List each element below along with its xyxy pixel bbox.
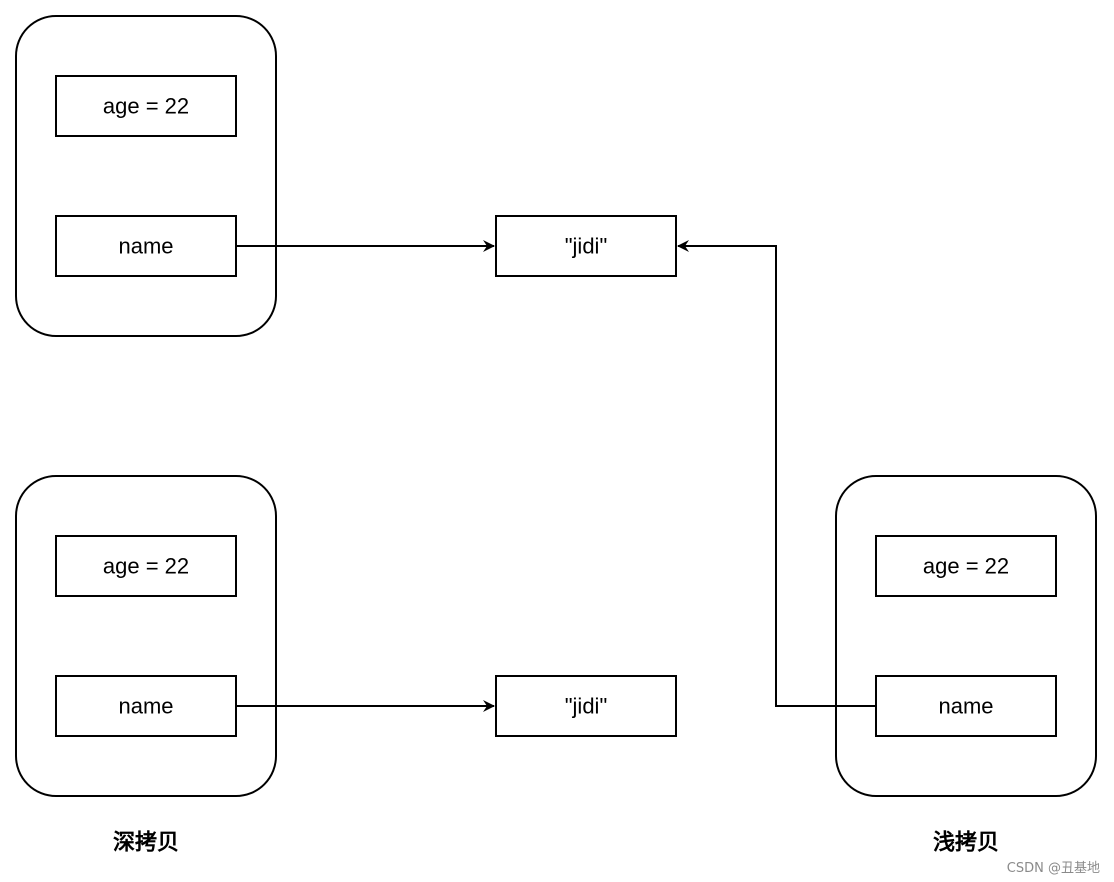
- shallow-copy-caption: 浅拷贝: [933, 830, 999, 856]
- shared-string-box: [495, 215, 677, 277]
- original-name-box: [55, 215, 237, 277]
- deep-copy-age-label: age = 22: [103, 554, 189, 579]
- shallow-copy-age-box: [875, 535, 1057, 597]
- shallow-copy-container: [835, 475, 1097, 797]
- deep-copy-caption: 深拷贝: [113, 830, 179, 856]
- shallow-copy-name-label: name: [938, 694, 993, 719]
- original-object: age = 22 name: [15, 15, 277, 337]
- shallow-copy-object: age = 22 name: [835, 475, 1097, 797]
- deep-copy-name-box: [55, 675, 237, 737]
- shared-string: "jidi": [495, 215, 677, 277]
- watermark: CSDN @丑基地: [1006, 861, 1100, 876]
- shared-string-label: "jidi": [565, 234, 608, 259]
- deep-copy-container: [15, 475, 277, 797]
- deep-copy-age-box: [55, 535, 237, 597]
- deep-copy-name-label: name: [118, 694, 173, 719]
- deep-copy-object: age = 22 name: [15, 475, 277, 797]
- original-object-container: [15, 15, 277, 337]
- original-name-label: name: [118, 234, 173, 259]
- original-age-label: age = 22: [103, 94, 189, 119]
- deep-copy-string-label: "jidi": [565, 694, 608, 719]
- shallow-copy-age-label: age = 22: [923, 554, 1009, 579]
- original-age-box: [55, 75, 237, 137]
- shallow-copy-name-to-shared-string-arrow: [677, 240, 876, 707]
- deep-copy-string-box: [495, 675, 677, 737]
- deep-copy-string: "jidi": [495, 675, 677, 737]
